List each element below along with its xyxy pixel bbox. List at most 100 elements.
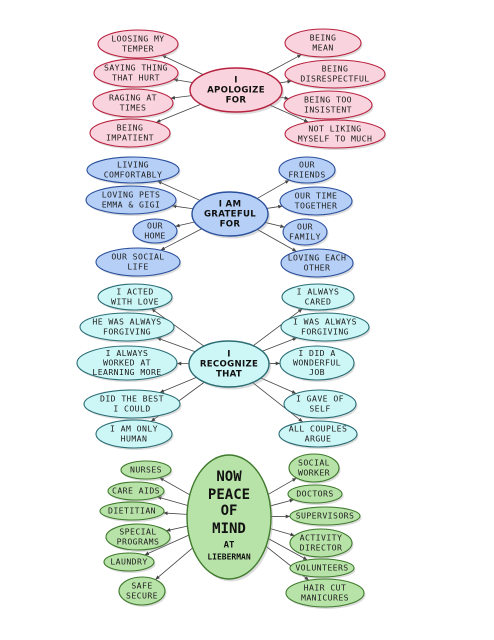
hub-label: I [234,76,238,86]
connector-apologize-left-2 [170,95,192,100]
node-label: IMPATIENT [106,133,154,143]
node-bubble [97,29,179,59]
connector-peace-left-2 [163,511,188,516]
node-label: EMMA & GIGI [102,200,161,210]
node-bubble [105,523,171,551]
node-label: OUR [147,221,163,231]
connector-grateful-left-2 [175,221,195,228]
node-label: LOOSING MY [111,34,164,44]
node-peace-right-4: VOLUNTEERS [289,558,356,579]
hub-label: FOR [226,96,247,106]
node-bubble [279,186,353,216]
connector-apologize-right-3 [269,104,309,123]
hub-label: I AM [219,200,242,210]
node-bubble [278,156,336,184]
node-label: FORGIVING [301,327,349,337]
node-label: SAFE [131,581,152,591]
hub-label: RECOGNIZE [200,360,258,370]
node-label: MYSELF TO MUCH [298,134,373,144]
connector-apologize-left-3 [155,103,202,123]
node-label: NURSES [130,465,162,475]
node-bubble [89,118,171,148]
hub-label: GRATEFUL [204,210,256,220]
node-label: HUMAN [121,434,148,444]
hub-label: APOLOGIZE [207,86,265,96]
node-label: VOLUNTEERS [295,563,348,573]
node-bubble [92,88,174,118]
connector-recognize-right-3 [260,377,297,394]
node-bubble [289,558,355,578]
connector-recognize-right-1 [262,337,298,352]
connector-grateful-left-0 [157,180,201,201]
hub-bubble [189,67,283,113]
connector-peace-left-5 [155,547,193,580]
node-bubble [283,90,373,120]
node-bubble [86,156,180,184]
node-label: I GAVE OF [296,394,344,404]
node-label: MEAN [312,43,333,53]
node-label: OUR [299,160,315,170]
connector-apologize-right-2 [279,96,289,100]
connector-grateful-right-3 [257,228,297,252]
node-bubble [79,312,175,342]
node-label: CARE AIDS [112,486,160,496]
node-label: SECURE [126,591,158,601]
node-bubble [281,283,355,311]
node-bubble [132,218,178,244]
node-bubble [95,247,181,277]
connector-apologize-right-1 [279,79,292,84]
connector-recognize-right-4 [252,382,304,423]
node-bubble [284,28,362,58]
node-label: OUR TIME [295,191,338,201]
node-label: COMFORTABLY [104,170,163,180]
node-peace-left-0: NURSES [120,460,173,481]
node-label: CARED [305,297,332,307]
hub-label: OF [221,503,238,519]
node-label: TEMPER [122,44,154,54]
node-label: ACTIVITY [300,533,343,543]
connector-peace-right-4 [268,538,308,561]
node-label: SUPERVISORS [296,511,355,521]
node-bubble [95,419,173,449]
node-label: LAUNDRY [110,557,147,567]
node-label: BEING TOO [304,95,352,105]
node-label: MANICURES [301,593,349,603]
node-label: FORGIVING [103,327,151,337]
node-bubble [283,389,357,419]
node-label: DIETITIAN [108,506,156,516]
node-label: LIVING [117,160,149,170]
connector-peace-left-3 [166,525,188,532]
hub-label: MIND [212,521,246,537]
node-bubble [120,460,172,480]
node-peace-right-1: DOCTORS [287,484,344,505]
node-label: WONDERFUL [293,358,341,368]
node-bubble [289,506,361,526]
hub-bubble [191,191,269,237]
node-label: FAMILY [289,232,321,242]
connector-peace-right-1 [270,498,295,507]
connector-peace-right-3 [270,528,295,537]
node-label: DISRESPECTFUL [300,74,369,84]
connector-peace-right-0 [267,477,297,495]
